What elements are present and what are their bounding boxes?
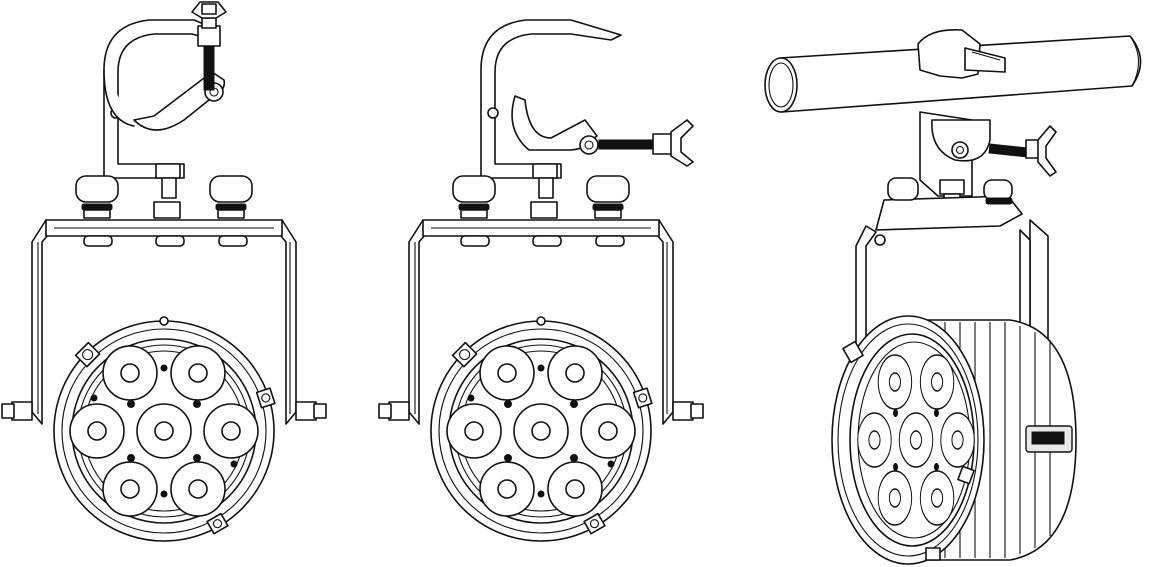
led-fixture-front (53, 316, 276, 542)
view-clamp-open (378, 19, 704, 542)
view-mounted-on-pipe (764, 28, 1142, 565)
half-coupler-clamp-closed (103, 1, 227, 219)
half-coupler-clamp-open (480, 19, 694, 219)
view-clamp-closed (1, 1, 327, 542)
half-coupler-clamp-mounted (917, 28, 1057, 211)
led-lenses (857, 354, 975, 526)
led-fixture-front (430, 316, 653, 542)
led-fixture-angled (831, 315, 1077, 565)
